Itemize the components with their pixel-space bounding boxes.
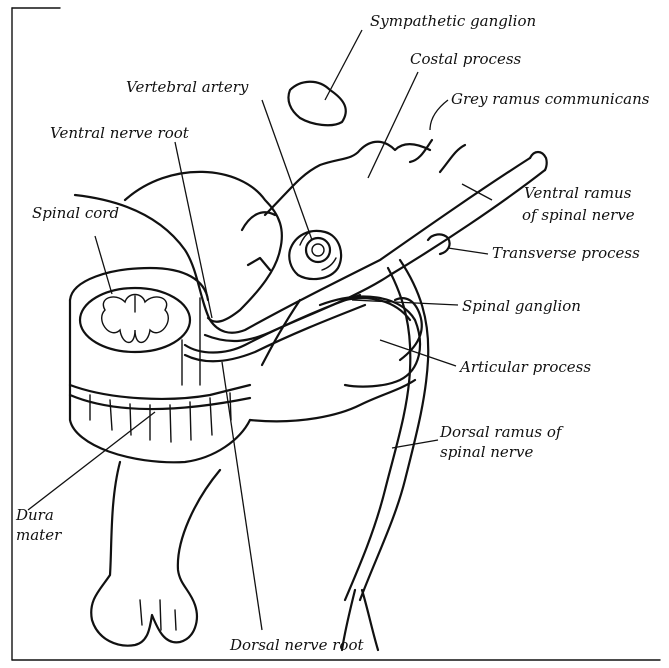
label-spinal-cord: Spinal cord xyxy=(32,204,119,222)
label-spinal-ganglion: Spinal ganglion xyxy=(462,297,581,315)
label-dorsal-ramus-line2: spinal nerve xyxy=(440,443,533,461)
lower-vertebral-body xyxy=(91,462,220,646)
spinal-nerve xyxy=(75,140,547,650)
label-vertebral-artery: Vertebral artery xyxy=(126,78,249,96)
label-ventral-ramus-line2: of spinal nerve xyxy=(522,206,635,224)
label-costal-process: Costal process xyxy=(410,50,522,68)
label-dorsal-ramus-line1: Dorsal ramus of xyxy=(439,423,564,441)
label-dorsal-nerve-root: Dorsal nerve root xyxy=(229,636,364,654)
label-sympathetic-ganglion: Sympathetic ganglion xyxy=(370,12,536,30)
spinal-cord xyxy=(80,288,190,352)
label-ventral-nerve-root: Ventral nerve root xyxy=(50,124,190,142)
label-ventral-ramus-line1: Ventral ramus xyxy=(524,184,632,202)
label-dura-mater-line1: Dura xyxy=(15,506,54,524)
label-transverse-process: Transverse process xyxy=(492,244,640,262)
label-articular-process: Articular process xyxy=(458,358,591,376)
label-grey-ramus-communicans: Grey ramus communicans xyxy=(451,90,650,108)
label-dura-mater-line2: mater xyxy=(16,526,62,544)
